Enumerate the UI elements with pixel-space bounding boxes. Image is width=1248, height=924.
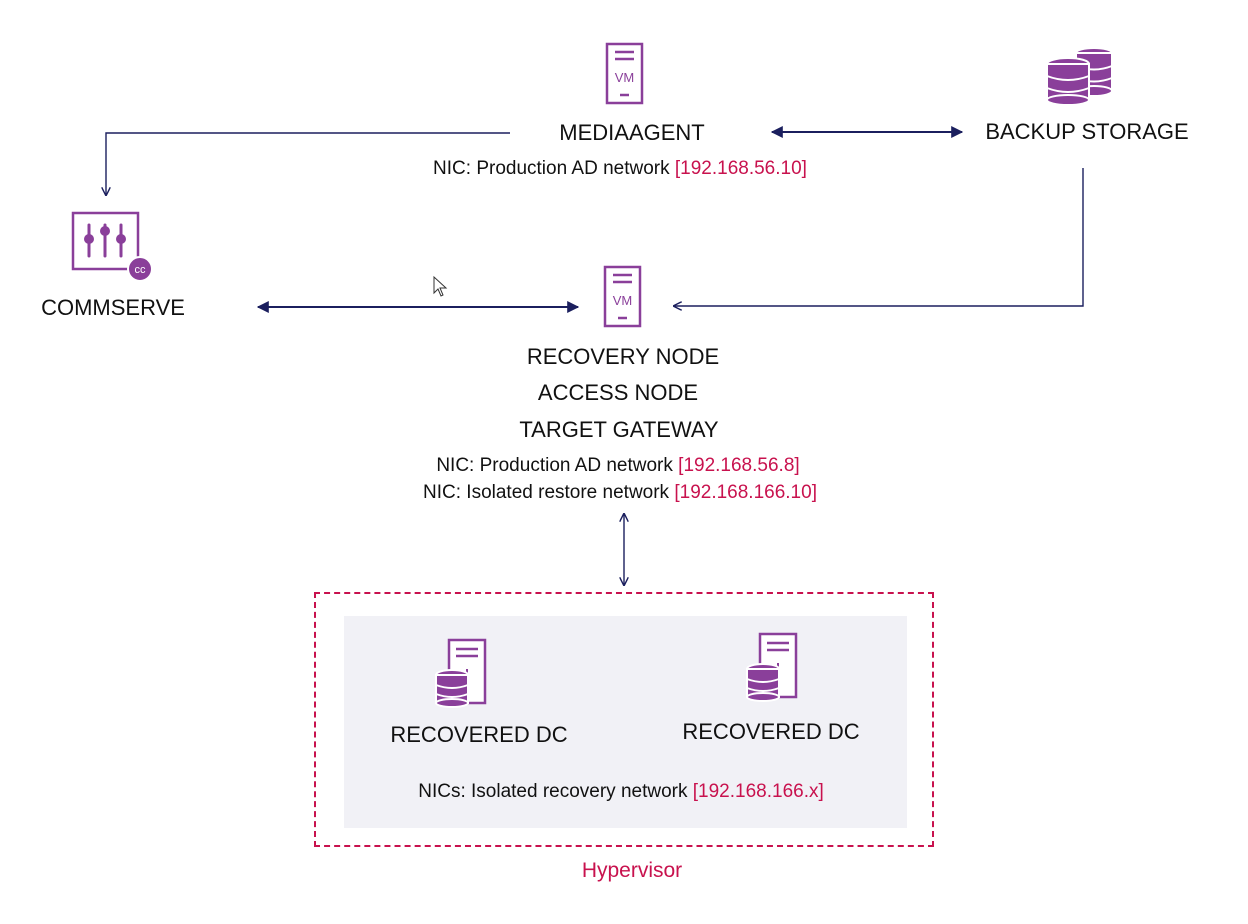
recovery-nic-isolated-ip: [192.168.166.10]	[674, 482, 817, 503]
commserve-label: COMMSERVE	[41, 295, 185, 320]
hypervisor-nics: NICs: Isolated recovery network [192.168…	[418, 781, 824, 803]
hypervisor-inner-area	[344, 616, 907, 828]
vm-server-icon: VM	[603, 265, 642, 328]
hypervisor-boundary	[314, 592, 934, 847]
database-stack-icon	[1046, 47, 1113, 106]
svg-text:cc: cc	[135, 264, 147, 276]
hypervisor-nics-ip: [192.168.166.x]	[692, 781, 824, 802]
hypervisor-label: Hypervisor	[581, 859, 683, 882]
server-database-icon	[746, 632, 798, 702]
commserve-badge	[127, 256, 153, 282]
connector-mediaagent-commserve	[106, 132, 510, 195]
backup-storage-label: BACKUP STORAGE	[985, 119, 1189, 144]
access-node-label: ACCESS NODE	[537, 380, 699, 405]
recovered-dc-1-label: RECOVERED DC	[390, 722, 568, 747]
commserve-sliders-icon: cc	[71, 211, 153, 282]
connector-backup-recovery	[674, 168, 1084, 306]
vm-server-icon: VM	[605, 42, 644, 105]
recovery-nic-isolated: NIC: Isolated restore network [192.168.1…	[423, 482, 817, 504]
mediaagent-nic: NIC: Production AD network [192.168.56.1…	[433, 158, 807, 180]
recovery-nic-isolated-text: NIC: Isolated restore network	[423, 482, 675, 503]
mediaagent-nic-text: NIC: Production AD network	[433, 158, 675, 179]
mouse-cursor-icon	[433, 275, 448, 297]
server-database-icon	[435, 638, 487, 708]
recovery-nic-production: NIC: Production AD network [192.168.56.8…	[436, 455, 799, 477]
mediaagent-nic-ip: [192.168.56.10]	[674, 158, 807, 179]
mediaagent-label: MEDIAAGENT	[559, 120, 705, 145]
recovery-nic-production-ip: [192.168.56.8]	[678, 455, 800, 476]
svg-text:VM: VM	[615, 70, 635, 85]
hypervisor-nics-text: NICs: Isolated recovery network	[418, 781, 693, 802]
recovery-node-label: RECOVERY NODE	[526, 344, 720, 369]
recovered-dc-2-label: RECOVERED DC	[682, 719, 860, 744]
svg-text:VM: VM	[613, 293, 633, 308]
recovery-nic-production-text: NIC: Production AD network	[436, 455, 679, 476]
target-gateway-label: TARGET GATEWAY	[519, 417, 719, 442]
